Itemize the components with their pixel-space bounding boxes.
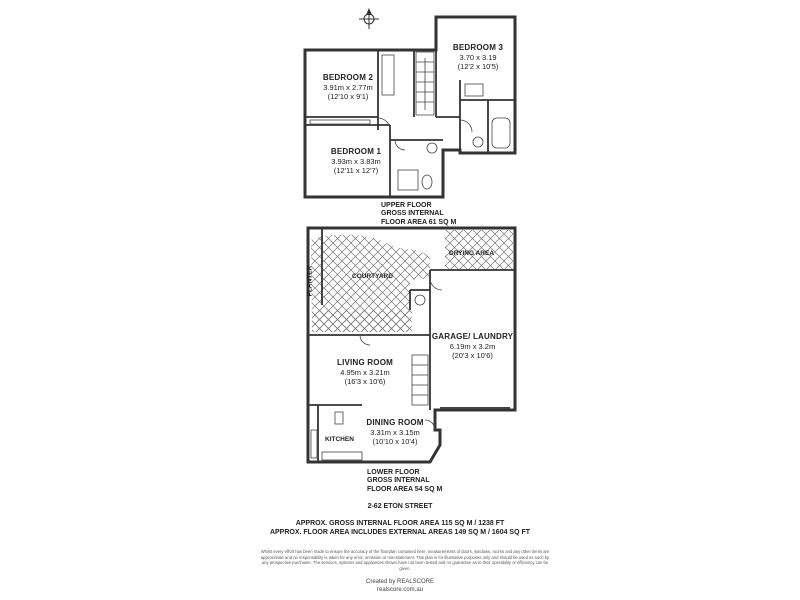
total-including-external: APPROX. FLOOR AREA INCLUDES EXTERNAL ARE… (269, 529, 531, 537)
bedroom-3-label: BEDROOM 3 3.70 x 3.19 (12'2 x 10'5) (448, 43, 508, 72)
bedroom-1-imperial: (12'11 x 12'7) (333, 166, 379, 176)
lower-floor-area-line-2: GROSS INTERNAL (367, 477, 430, 485)
created-by: Created by REALSCORE (365, 579, 435, 585)
lower-floor-area-line-1: LOWER FLOOR (367, 469, 420, 476)
bedroom-2-metric: 3.91m x 2.77m (323, 83, 373, 92)
dining-room-label: DINING ROOM 3.31m x 3.15m (10'10 x 10'4) (360, 418, 430, 447)
bedroom-3-metric: 3.70 x 3.19 (459, 53, 497, 62)
north-compass-icon (359, 8, 379, 29)
bedroom-1-name: BEDROOM 1 (330, 147, 382, 156)
upper-floor-area-line-1: UPPER FLOOR (381, 202, 432, 209)
dining-room-imperial: (10'10 x 10'4) (372, 437, 418, 447)
living-room-imperial: (16'3 x 10'6) (344, 377, 386, 387)
lower-floor-interior-walls (308, 228, 515, 462)
planter-label: PLANTER (306, 265, 314, 297)
lower-floor-area-note: LOWER FLOOR GROSS INTERNAL FLOOR AREA 54… (367, 469, 442, 494)
credit-site: realscore.com.au (376, 587, 424, 594)
dining-room-name: DINING ROOM (366, 418, 424, 427)
drying-area-label: DRYING AREA (449, 250, 495, 257)
lower-floor-fixtures (310, 277, 510, 461)
garage-laundry-metric: 6.19m x 3.2m (449, 342, 496, 351)
dining-room-metric: 3.31m x 3.15m (370, 428, 420, 437)
bedroom-2-imperial: (12'10 x 9'1) (327, 92, 369, 102)
bedroom-3-name: BEDROOM 3 (452, 43, 504, 52)
bedroom-2-name: BEDROOM 2 (322, 73, 374, 82)
upper-floor-interior-walls (305, 50, 515, 197)
garage-laundry-imperial: (20'3 x 10'6) (452, 351, 493, 361)
total-gross-internal: APPROX. GROSS INTERNAL FLOOR AREA 115 SQ… (295, 520, 505, 527)
kitchen-label: KITCHEN (325, 436, 354, 443)
credit: Created by REALSCORE realscore.com.au (0, 578, 800, 595)
bedroom-3-imperial: (12'2 x 10'5) (457, 62, 499, 72)
upper-floor-fixtures (309, 51, 511, 191)
garage-laundry-label: GARAGE/ LAUNDRY 6.19m x 3.2m (20'3 x 10'… (430, 332, 515, 361)
lower-floor-walls (306, 226, 517, 464)
floor-area-totals: APPROX. GROSS INTERNAL FLOOR AREA 115 SQ… (0, 519, 800, 538)
upper-floor-area-line-3: FLOOR AREA 61 SQ M (381, 218, 457, 226)
bedroom-1-label: BEDROOM 1 3.93m x 3.83m (12'11 x 12'7) (326, 147, 386, 176)
bedroom-2-label: BEDROOM 2 3.91m x 2.77m (12'10 x 9'1) (318, 73, 378, 102)
courtyard-hatch (311, 230, 513, 332)
upper-floor-area-line-2: GROSS INTERNAL (381, 210, 444, 218)
living-room-metric: 4.95m x 3.21m (340, 368, 390, 377)
lower-floor-area-line-3: FLOOR AREA 54 SQ M (367, 485, 443, 493)
garage-laundry-name: GARAGE/ LAUNDRY (431, 332, 514, 341)
living-room-label: LIVING ROOM 4.95m x 3.21m (16'3 x 10'6) (335, 358, 395, 387)
upper-floor-area-note: UPPER FLOOR GROSS INTERNAL FLOOR AREA 61… (381, 202, 456, 227)
address: 2-62 ETON STREET (367, 503, 433, 510)
living-room-name: LIVING ROOM (337, 358, 393, 367)
bedroom-1-metric: 3.93m x 3.83m (331, 157, 381, 166)
disclaimer-text: Whilst every effort has been made to ens… (260, 549, 550, 572)
courtyard-label: COURTYARD (352, 273, 393, 280)
